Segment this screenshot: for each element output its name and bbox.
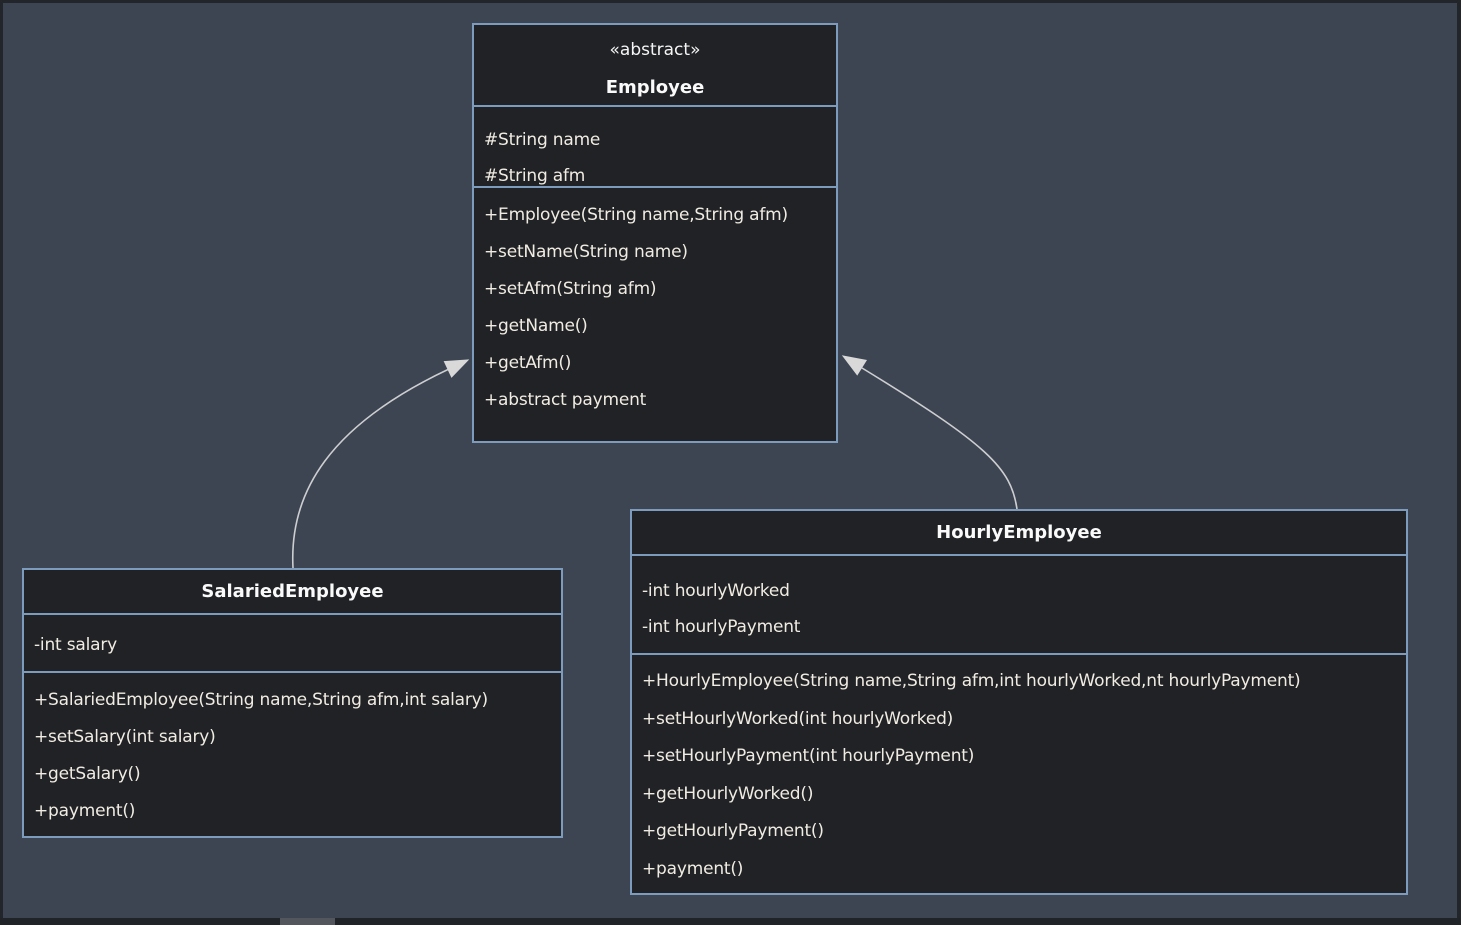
- class-methods-section: +SalariedEmployee(String name,String afm…: [24, 673, 561, 830]
- class-title: SalariedEmployee: [201, 581, 384, 602]
- class-header: HourlyEmployee: [632, 511, 1406, 556]
- method-item: +Employee(String name,String afm): [484, 205, 788, 225]
- class-stereotype: «abstract»: [609, 40, 701, 60]
- method-item: +SalariedEmployee(String name,String afm…: [34, 690, 488, 710]
- method-item: +abstract payment: [484, 390, 647, 410]
- field-item: -int hourlyPayment: [642, 617, 801, 637]
- class-box-salaried-employee[interactable]: SalariedEmployee -int salary +SalariedEm…: [22, 568, 563, 838]
- canvas-edge-right: [1457, 0, 1461, 925]
- class-box-hourly-employee[interactable]: HourlyEmployee -int hourlyWorked -int ho…: [630, 509, 1408, 895]
- field-item: -int salary: [34, 635, 117, 655]
- generalization-arrow-salaried-to-employee[interactable]: [291, 359, 470, 569]
- class-title: Employee: [605, 77, 705, 98]
- canvas-edge-left: [0, 0, 3, 925]
- canvas-edge-top: [0, 0, 1461, 3]
- method-item: +setHourlyPayment(int hourlyPayment): [642, 746, 975, 766]
- field-item: -int hourlyWorked: [642, 581, 790, 601]
- method-item: +setSalary(int salary): [34, 727, 216, 747]
- class-methods-section: +HourlyEmployee(String name,String afm,i…: [632, 655, 1406, 888]
- class-methods-section: +Employee(String name,String afm) +setNa…: [474, 188, 836, 419]
- class-header: «abstract» Employee: [474, 25, 836, 107]
- method-item: +payment(): [642, 858, 744, 879]
- method-item: +getHourlyWorked(): [642, 783, 814, 804]
- method-item: +getSalary(): [34, 764, 141, 784]
- class-fields-section: -int hourlyWorked -int hourlyPayment: [632, 556, 1406, 655]
- generalization-arrow-hourly-to-employee[interactable]: [841, 355, 1018, 510]
- field-item: #String name: [484, 130, 601, 150]
- method-item: +HourlyEmployee(String name,String afm,i…: [642, 671, 1301, 691]
- method-item: +payment(): [34, 801, 136, 821]
- method-item: +getName(): [484, 316, 588, 336]
- method-item: +setName(String name): [484, 242, 688, 262]
- class-header: SalariedEmployee: [24, 570, 561, 615]
- horizontal-scrollbar[interactable]: [0, 918, 1461, 925]
- method-item: +getHourlyPayment(): [642, 821, 824, 841]
- class-title: HourlyEmployee: [936, 522, 1102, 543]
- class-fields-section: -int salary: [24, 615, 561, 673]
- field-item: #String afm: [484, 166, 586, 186]
- class-fields-section: #String name #String afm: [474, 107, 836, 188]
- class-box-employee[interactable]: «abstract» Employee #String name #String…: [472, 23, 838, 443]
- method-item: +setHourlyWorked(int hourlyWorked): [642, 708, 954, 729]
- method-item: +setAfm(String afm): [484, 279, 657, 299]
- horizontal-scrollbar-thumb[interactable]: [280, 918, 335, 925]
- method-item: +getAfm(): [484, 353, 572, 373]
